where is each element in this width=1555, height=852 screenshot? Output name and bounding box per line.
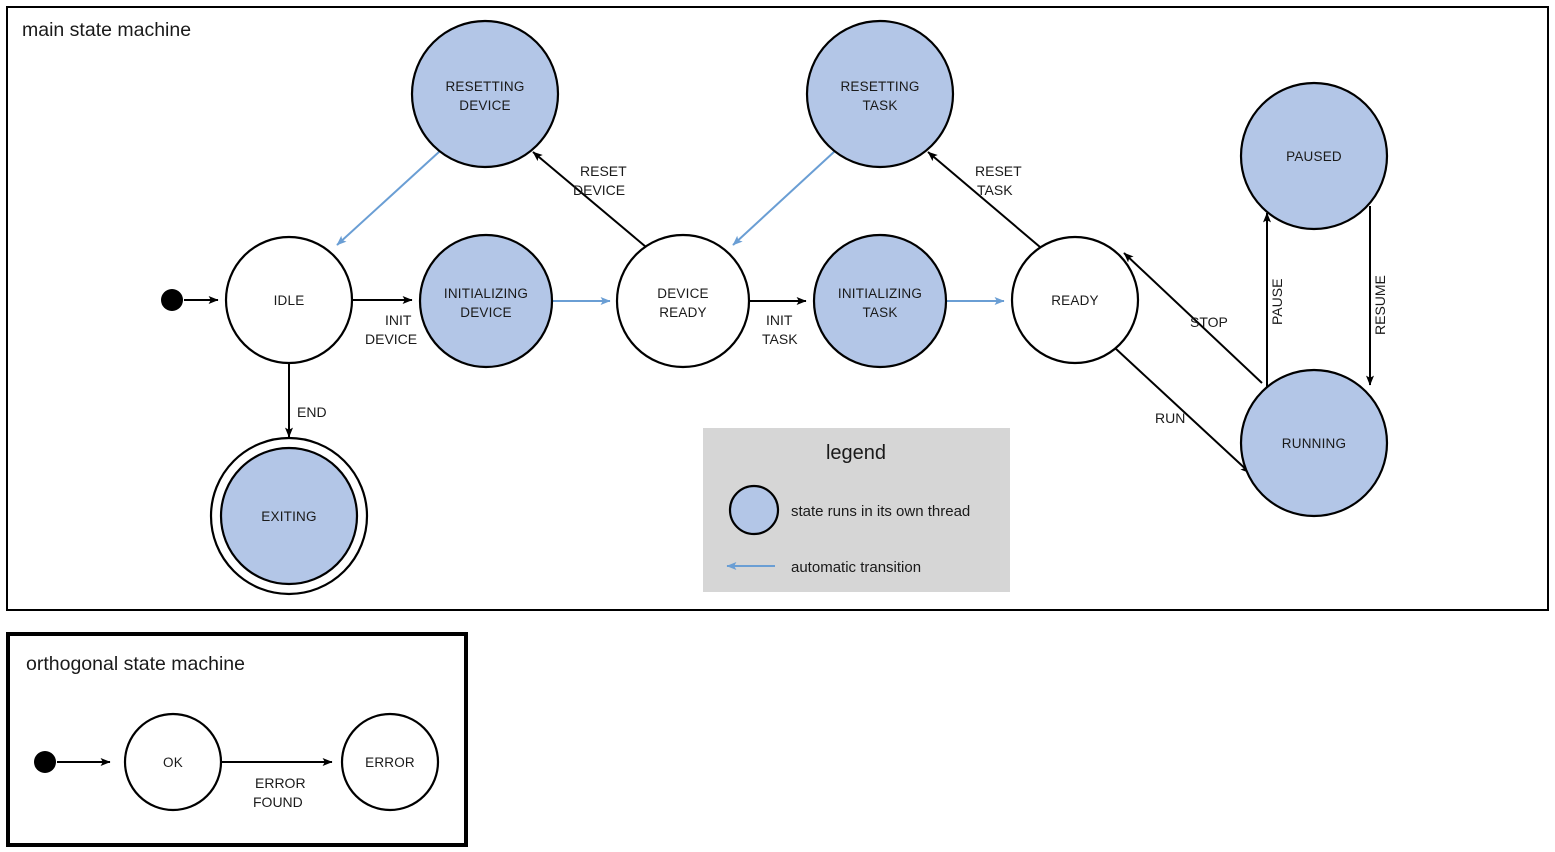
edge-label-reset-task-line1: RESET xyxy=(975,163,1022,179)
edge-label-reset-device-line1: RESET xyxy=(580,163,627,179)
state-node-running[interactable]: RUNNING xyxy=(1239,368,1389,518)
state-label-running: RUNNING xyxy=(1282,436,1346,451)
transition-ready-to-resetting-task xyxy=(927,151,1041,248)
state-node-ok[interactable]: OK xyxy=(123,712,223,812)
edge-label-run: RUN xyxy=(1155,410,1185,426)
edge-label-error-found-line1: ERROR xyxy=(255,775,306,791)
legend-title: legend xyxy=(826,442,886,464)
legend-thread-circle-icon xyxy=(728,484,780,536)
initial-state-marker-main xyxy=(161,289,183,311)
transition-resetting-device-to-idle xyxy=(336,150,441,246)
state-label-initializing-device-line1: INITIALIZING xyxy=(444,286,528,301)
edge-label-resume: RESUME xyxy=(1372,275,1388,335)
state-label-resetting-task-line1: RESETTING xyxy=(840,79,919,94)
state-label-idle: IDLE xyxy=(274,293,305,308)
state-node-resetting-device[interactable]: RESETTING DEVICE xyxy=(410,19,560,169)
legend: legend state runs in its own thread auto… xyxy=(703,428,1010,592)
edge-label-reset-device-line2: DEVICE xyxy=(573,182,625,198)
edge-label-init-device-line2: DEVICE xyxy=(365,331,417,347)
state-node-device-ready[interactable]: DEVICE READY xyxy=(615,233,751,369)
state-node-paused[interactable]: PAUSED xyxy=(1239,81,1389,231)
state-node-initializing-task[interactable]: INITIALIZING TASK xyxy=(812,233,948,369)
edge-label-init-task-line2: TASK xyxy=(762,331,798,347)
edge-label-error-found-line2: FOUND xyxy=(253,794,303,810)
state-label-resetting-task-line2: TASK xyxy=(862,98,897,113)
edge-label-end: END xyxy=(297,404,327,420)
state-label-ok: OK xyxy=(163,755,183,770)
state-node-resetting-task[interactable]: RESETTING TASK xyxy=(805,19,955,169)
initial-state-marker-orthogonal xyxy=(34,751,56,773)
state-label-resetting-device-line2: DEVICE xyxy=(459,98,510,113)
state-node-initializing-device[interactable]: INITIALIZING DEVICE xyxy=(418,233,554,369)
state-label-initializing-device-line2: DEVICE xyxy=(460,305,511,320)
transition-device-ready-to-resetting-device xyxy=(532,151,647,248)
edge-label-init-device-line1: INIT xyxy=(385,312,412,328)
main-state-machine-title: main state machine xyxy=(22,19,191,41)
state-label-device-ready-line2: READY xyxy=(659,305,707,320)
state-label-initializing-task-line2: TASK xyxy=(862,305,897,320)
legend-item-thread-label: state runs in its own thread xyxy=(791,503,970,520)
state-label-paused: PAUSED xyxy=(1286,149,1342,164)
transition-running-to-ready xyxy=(1123,252,1263,384)
transition-ready-to-running xyxy=(1114,347,1251,474)
state-label-ready: READY xyxy=(1051,293,1099,308)
state-node-ready[interactable]: READY xyxy=(1010,235,1140,365)
state-label-device-ready-line1: DEVICE xyxy=(657,286,708,301)
state-label-initializing-task-line1: INITIALIZING xyxy=(838,286,922,301)
edge-label-stop: STOP xyxy=(1190,314,1228,330)
state-label-resetting-device-line1: RESETTING xyxy=(445,79,524,94)
state-node-idle[interactable]: IDLE xyxy=(224,235,354,365)
edge-label-reset-task-line2: TASK xyxy=(977,182,1013,198)
edge-label-pause: PAUSE xyxy=(1269,279,1285,325)
state-label-error: ERROR xyxy=(365,755,415,770)
transition-resetting-task-to-device-ready xyxy=(732,150,836,246)
state-node-exiting[interactable]: EXITING xyxy=(209,436,369,596)
edge-label-init-task-line1: INIT xyxy=(766,312,793,328)
orthogonal-state-machine-title: orthogonal state machine xyxy=(26,653,245,675)
legend-item-auto-label: automatic transition xyxy=(791,559,921,576)
state-label-exiting: EXITING xyxy=(261,509,316,524)
state-node-error[interactable]: ERROR xyxy=(340,712,440,812)
